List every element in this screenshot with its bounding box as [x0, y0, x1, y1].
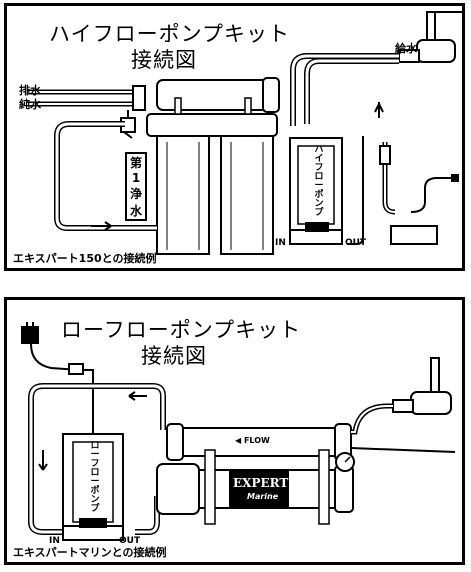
- prefilter-char: 1: [131, 171, 141, 185]
- pump-in-label: IN: [275, 238, 286, 248]
- pump-label-char: ン: [314, 199, 324, 209]
- label-pure-water: 純水: [19, 98, 41, 111]
- high-flow-diagram-panel: ハイフローポンプキット 接続図: [4, 3, 465, 271]
- prefilter-tag: 第 1 浄 水: [125, 152, 147, 221]
- pump-label-char: フ: [314, 163, 324, 173]
- low-flow-pump: [62, 433, 124, 541]
- brand-logo-sub: Marine: [247, 492, 279, 501]
- flow-direction-label: ◀ FLOW: [235, 436, 270, 445]
- low-flow-pump-label: ロ ー フ ロ ー ポ ン プ: [85, 442, 105, 514]
- pump-label-char: イ: [314, 154, 324, 164]
- filter-canister-right: [220, 135, 274, 255]
- pressure-gauge-icon: [335, 452, 355, 472]
- brand-logo-main: EXPERT: [233, 476, 289, 490]
- pump-label-char: ポ: [314, 190, 324, 200]
- filter-canister-left: [156, 135, 210, 255]
- label-supply: 給水: [395, 42, 417, 55]
- pump-label-char: ン: [90, 495, 100, 505]
- flow-membrane-housing: [166, 423, 352, 461]
- panel1-caption: エキスパート150との接続例: [13, 252, 157, 265]
- prefilter-char: 浄: [129, 187, 142, 201]
- pump-out-label: OUT: [119, 536, 141, 546]
- pump-label-char: フ: [90, 459, 100, 469]
- low-flow-diagram-panel: ローフローポンプキット 接続図: [4, 297, 465, 565]
- pump-label-char: プ: [314, 208, 324, 218]
- pump-out-label: OUT: [345, 238, 367, 248]
- faucet-icon: [392, 357, 452, 415]
- high-flow-pump-label: ハ イ フ ロ ー ポ ン プ: [309, 146, 329, 218]
- power-adapter-icon: [21, 322, 94, 434]
- pump-label-char: ロ: [90, 441, 100, 451]
- panel2-subtitle: 接続図: [141, 344, 207, 368]
- expert-marine-unit: [156, 449, 354, 525]
- pump-label-char: プ: [90, 504, 100, 514]
- pump-label-char: ー: [314, 181, 324, 191]
- high-flow-schematic: [27, 11, 462, 255]
- valve-icon: [120, 110, 136, 139]
- low-flow-schematic: [21, 322, 456, 541]
- pump-label-char: ポ: [90, 486, 100, 496]
- panel1-title: ハイフローポンプキット: [49, 22, 290, 46]
- prefilter-char: 水: [129, 204, 142, 218]
- membrane-housing: [146, 77, 280, 137]
- panel2-caption: エキスパートマリンとの接続例: [13, 546, 167, 559]
- pump-label-char: ハ: [314, 145, 324, 155]
- prefilter-char: 第: [129, 156, 142, 170]
- pump-in-label: IN: [49, 536, 60, 546]
- pump-label-char: ロ: [314, 172, 324, 182]
- pump-label-char: ー: [90, 450, 100, 460]
- pump-label-char: ー: [90, 477, 100, 487]
- pump-label-char: ロ: [90, 468, 100, 478]
- panel1-subtitle: 接続図: [131, 48, 197, 72]
- high-flow-pump: [289, 137, 343, 245]
- label-drain: 排水: [19, 84, 41, 97]
- panel2-title: ローフローポンプキット: [61, 318, 302, 342]
